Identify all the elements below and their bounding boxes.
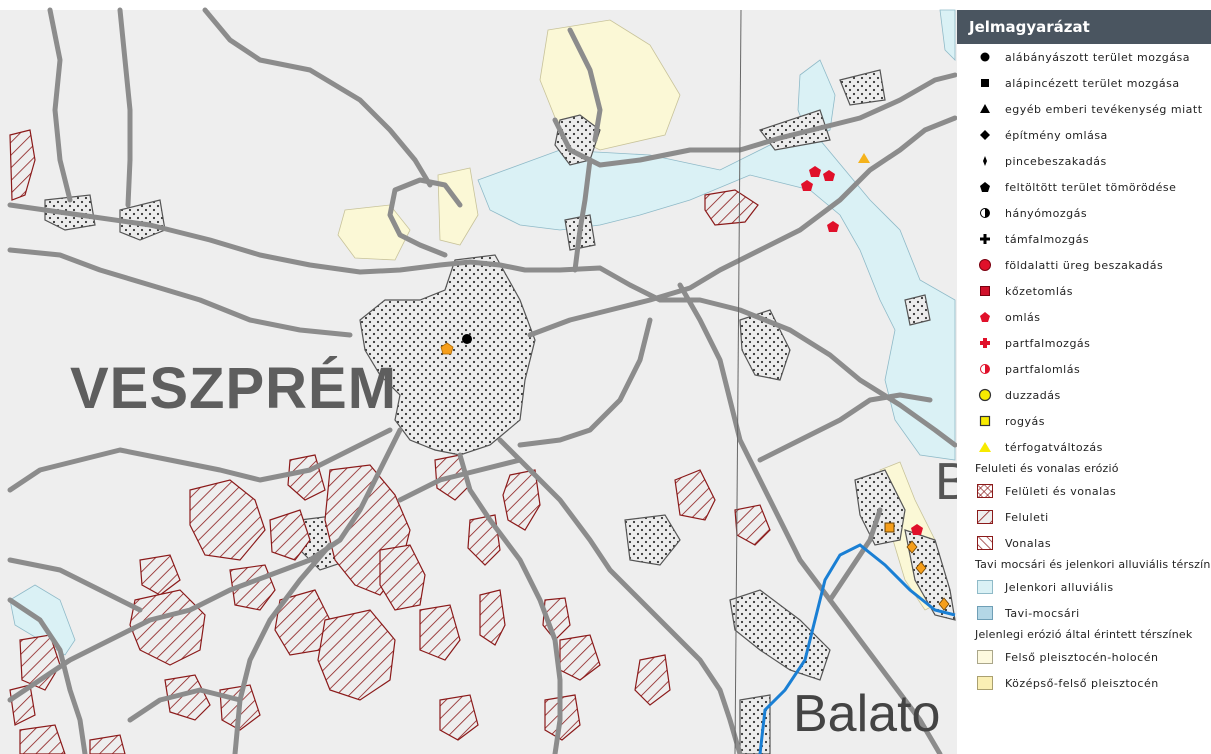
red-pentagon-icon bbox=[977, 309, 993, 325]
legend-item-label: Jelenkori alluviális bbox=[1005, 580, 1114, 594]
subsided-area-marker[interactable] bbox=[462, 334, 472, 344]
legend-panel[interactable]: Jelmagyarázat alábányászott terület mozg… bbox=[957, 10, 1211, 754]
legend-item: térfogatváltozás bbox=[957, 434, 1103, 460]
legend-item-label: kőzetomlás bbox=[1005, 284, 1073, 298]
collapse-marker[interactable] bbox=[911, 524, 923, 535]
legend-item-label: feltöltött terület tömörödése bbox=[1005, 180, 1177, 194]
legend-title: Jelmagyarázat bbox=[957, 10, 1211, 44]
lake-shoreline bbox=[758, 543, 956, 754]
road-network bbox=[7, 7, 958, 754]
shore-collapse-marker[interactable] bbox=[938, 597, 950, 611]
legend-item-label: duzzadás bbox=[1005, 388, 1061, 402]
map-markers bbox=[440, 153, 950, 611]
legend-item: Felületi és vonalas bbox=[957, 478, 1116, 504]
legend-group-title: Feluleti és vonalas erózió bbox=[975, 462, 1119, 475]
lake-label-balaton: Balato bbox=[793, 685, 941, 743]
collapse-marker[interactable] bbox=[827, 221, 839, 232]
legend-item: Felső pleisztocén-holocén bbox=[957, 644, 1158, 670]
legend-item: alápincézett terület mozgása bbox=[957, 70, 1180, 96]
black-cross-icon bbox=[977, 231, 993, 247]
reverse-hatch-swatch-icon bbox=[977, 535, 993, 551]
pale-yellow-swatch-icon bbox=[977, 649, 993, 665]
legend-item: feltöltött terület tömörödése bbox=[957, 174, 1176, 200]
subsidence-marker[interactable] bbox=[884, 522, 895, 533]
legend-item: duzzadás bbox=[957, 382, 1061, 408]
legend-item: Jelenkori alluviális bbox=[957, 574, 1114, 600]
legend-item: Tavi-mocsári bbox=[957, 600, 1080, 626]
black-circle-icon bbox=[977, 49, 993, 65]
cream-swatch-icon bbox=[977, 675, 993, 691]
collapse-marker[interactable] bbox=[823, 170, 835, 181]
legend-item-label: Középső-felső pleisztocén bbox=[1005, 676, 1159, 690]
legend-item: rogyás bbox=[957, 408, 1045, 434]
legend-item: pincebeszakadás bbox=[957, 148, 1107, 174]
legend-item-label: pincebeszakadás bbox=[1005, 154, 1107, 168]
volume-change-marker[interactable] bbox=[858, 153, 870, 163]
legend-item-label: omlás bbox=[1005, 310, 1041, 324]
legend-item-label: partfalomlás bbox=[1005, 362, 1081, 376]
yellow-square-icon bbox=[977, 413, 993, 429]
legend-item: építmény omlása bbox=[957, 122, 1108, 148]
legend-item-label: Felületi és vonalas bbox=[1005, 484, 1117, 498]
half-red-circle-icon bbox=[977, 361, 993, 377]
legend-item-label: Feluleti bbox=[1005, 510, 1049, 524]
red-circle-icon bbox=[977, 257, 993, 273]
red-cross-icon bbox=[977, 335, 993, 351]
legend-item: omlás bbox=[957, 304, 1040, 330]
shore-collapse-marker[interactable] bbox=[906, 540, 918, 554]
legend-item: partfalomlás bbox=[957, 356, 1080, 382]
legend-item: Feluleti bbox=[957, 504, 1049, 530]
black-triangle-icon bbox=[977, 101, 993, 117]
legend-item: kőzetomlás bbox=[957, 278, 1073, 304]
legend-item-label: partfalmozgás bbox=[1005, 336, 1091, 350]
red-square-icon bbox=[977, 283, 993, 299]
legend-item-label: támfalmozgás bbox=[1005, 232, 1090, 246]
collapse-marker[interactable] bbox=[801, 180, 813, 191]
light-blue-swatch-icon bbox=[977, 579, 993, 595]
legend-item: egyéb emberi tevékenység miatt bbox=[957, 96, 1203, 122]
black-pentagon-icon bbox=[977, 179, 993, 195]
diagonal-hatch-swatch-icon bbox=[977, 509, 993, 525]
legend-item-label: földalatti üreg beszakadás bbox=[1005, 258, 1164, 272]
legend-item-label: Tavi-mocsári bbox=[1005, 606, 1080, 620]
legend-item: földalatti üreg beszakadás bbox=[957, 252, 1163, 278]
legend-item-label: alábányászott terület mozgása bbox=[1005, 50, 1190, 64]
legend-item: partfalmozgás bbox=[957, 330, 1090, 356]
legend-item: hányómozgás bbox=[957, 200, 1087, 226]
black-diamond-icon bbox=[977, 127, 993, 143]
legend-item-label: Vonalas bbox=[1005, 536, 1052, 550]
legend-item-label: térfogatváltozás bbox=[1005, 440, 1103, 454]
black-narrow-diamond-icon bbox=[977, 153, 993, 169]
legend-item: alábányászott terület mozgása bbox=[957, 44, 1190, 70]
legend-item: támfalmozgás bbox=[957, 226, 1089, 252]
legend-item-label: Felső pleisztocén-holocén bbox=[1005, 650, 1159, 664]
legend-group-title: Tavi mocsári és jelenkori alluviális tér… bbox=[975, 558, 1211, 571]
yellow-triangle-icon bbox=[977, 439, 993, 455]
city-label-veszprem: VESZPRÉM bbox=[70, 356, 398, 421]
yellow-circle-icon bbox=[977, 387, 993, 403]
legend-item: Vonalas bbox=[957, 530, 1051, 556]
black-square-icon bbox=[977, 75, 993, 91]
legend-item-label: rogyás bbox=[1005, 414, 1045, 428]
legend-group-title: Jelenlegi erózió által érintett térszíne… bbox=[975, 628, 1193, 641]
legend-item-label: egyéb emberi tevékenység miatt bbox=[1005, 102, 1203, 116]
legend-item: Középső-felső pleisztocén bbox=[957, 670, 1159, 696]
legend-item-label: alápincézett terület mozgása bbox=[1005, 76, 1180, 90]
legend-item-label: építmény omlása bbox=[1005, 128, 1108, 142]
collapse-marker[interactable] bbox=[809, 166, 821, 177]
legend-item-label: hányómozgás bbox=[1005, 206, 1088, 220]
shore-collapse-marker[interactable] bbox=[915, 561, 927, 575]
crosshatch-swatch-icon bbox=[977, 483, 993, 499]
steel-blue-swatch-icon bbox=[977, 605, 993, 621]
half-black-circle-icon bbox=[977, 205, 993, 221]
filled-area-marker[interactable] bbox=[440, 342, 454, 355]
county-border bbox=[734, 9, 742, 754]
